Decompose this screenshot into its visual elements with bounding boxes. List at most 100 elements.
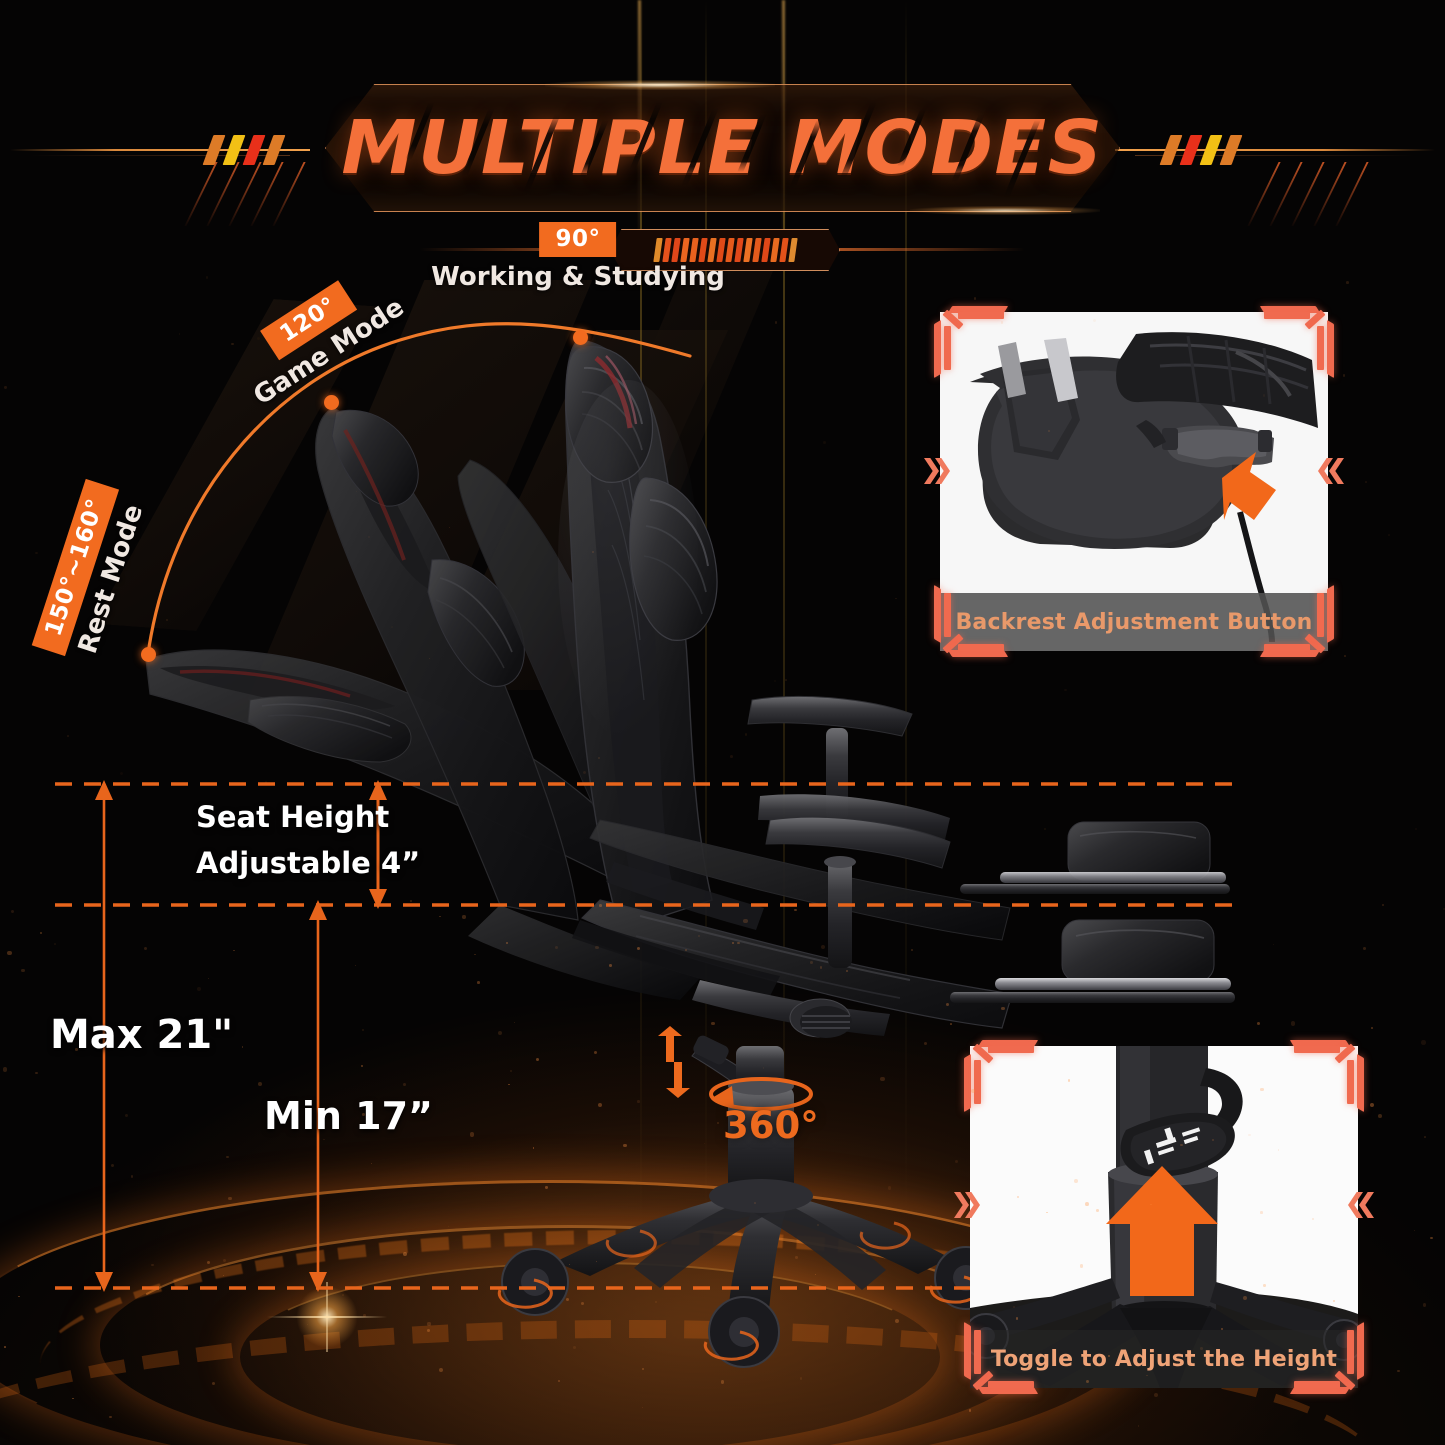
- background-dust-particle: [439, 915, 441, 918]
- mode-degree-badge: 90°: [539, 222, 617, 257]
- background-dust-particle: [1421, 1040, 1426, 1045]
- background-dust-particle: [598, 1103, 603, 1108]
- background-dust-particle: [462, 915, 466, 919]
- background-dust-particle: [955, 1160, 959, 1164]
- background-dust-particle: [711, 1021, 715, 1026]
- background-dust-particle: [533, 1147, 535, 1149]
- background-dust-particle: [950, 1023, 952, 1026]
- background-dust-particle: [1369, 1102, 1374, 1107]
- mode-marker-dot-working: [573, 330, 588, 345]
- background-dust-particle: [880, 1076, 885, 1082]
- header-rail-left-secondary: [30, 155, 290, 156]
- background-dust-particle: [1243, 1296, 1248, 1301]
- panel-chevron-right-icon: [1318, 458, 1344, 484]
- background-dust-particle: [1046, 1211, 1048, 1214]
- background-dust-particle: [799, 1377, 803, 1380]
- background-dust-particle: [744, 733, 748, 736]
- header-banner: MULTIPLE MODES: [0, 62, 1445, 271]
- background-dust-particle: [1424, 1136, 1426, 1138]
- background-dust-particle: [1260, 1211, 1264, 1214]
- background-dust-particle: [845, 969, 848, 972]
- background-dust-particle: [178, 332, 181, 335]
- background-dust-particle: [697, 935, 700, 938]
- background-dust-particle: [762, 1066, 765, 1069]
- background-dust-particle: [599, 904, 602, 908]
- panel-chevron-left-icon: [954, 1192, 980, 1218]
- background-dust-particle: [505, 942, 509, 945]
- background-dust-particle: [1043, 827, 1047, 831]
- background-dust-particle: [233, 950, 235, 952]
- background-dust-particle: [655, 1301, 657, 1303]
- background-dust-particle: [1291, 1021, 1296, 1026]
- background-dust-particle: [1221, 1328, 1223, 1330]
- background-dust-particle: [223, 1274, 225, 1276]
- background-dust-particle: [685, 949, 687, 951]
- seat-height-label-line2: Adjustable 4”: [196, 846, 421, 880]
- background-dust-particle: [342, 1293, 344, 1296]
- background-dust-particle: [819, 965, 823, 969]
- background-dust-particle: [322, 1106, 325, 1110]
- background-dust-particle: [572, 1345, 576, 1349]
- background-dust-particle: [207, 977, 210, 980]
- background-dust-particle: [1211, 1138, 1215, 1142]
- background-dust-particle: [497, 619, 499, 621]
- background-dust-particle: [197, 987, 202, 991]
- background-dust-particle: [429, 657, 431, 660]
- background-dust-particle: [555, 946, 559, 950]
- background-dust-particle: [1346, 280, 1349, 284]
- panel-corner-tl: [958, 1034, 1039, 1113]
- background-dust-particle: [968, 1409, 972, 1412]
- background-dust-particle: [306, 1323, 309, 1326]
- background-dust-particle: [35, 551, 39, 555]
- background-dust-particle: [1263, 1284, 1266, 1287]
- background-dust-particle: [1311, 1217, 1314, 1220]
- background-dust-particle: [1092, 319, 1096, 323]
- background-dust-particle: [1015, 1317, 1019, 1320]
- background-dust-particle: [731, 941, 735, 945]
- background-dust-particle: [228, 1197, 232, 1201]
- background-dust-particle: [641, 1367, 645, 1371]
- background-dust-particle: [355, 490, 358, 493]
- background-dust-particle: [1001, 1006, 1006, 1011]
- background-dust-particle: [67, 735, 69, 738]
- background-dust-particle: [565, 1297, 569, 1302]
- background-dust-particle: [1370, 1027, 1373, 1030]
- background-dust-particle: [264, 780, 267, 783]
- panel-corner-br: [1259, 584, 1340, 663]
- background-dust-particle: [241, 1046, 244, 1048]
- header-plate: [325, 84, 1120, 212]
- background-dust-particle: [11, 909, 15, 913]
- background-dust-particle: [595, 1260, 597, 1263]
- background-dust-particle: [207, 1261, 211, 1265]
- background-dust-particle: [222, 1258, 226, 1262]
- background-dust-particle: [1248, 1133, 1251, 1137]
- background-dust-particle: [595, 945, 600, 950]
- header-bottom-glint: [910, 206, 1100, 215]
- background-dust-particle: [110, 1164, 114, 1168]
- background-dust-particle: [1365, 481, 1367, 483]
- background-dust-particle: [1016, 1196, 1020, 1199]
- background-dust-particle: [795, 1256, 798, 1259]
- background-dust-particle: [597, 756, 600, 760]
- background-dust-particle: [72, 1397, 74, 1400]
- lens-flare-spark: [292, 1282, 362, 1352]
- swivel-degree-label: 360°: [723, 1104, 819, 1147]
- background-dust-particle: [205, 276, 209, 279]
- background-dust-particle: [593, 1050, 597, 1054]
- background-dust-particle: [737, 941, 740, 944]
- mode-name-text: Working & Studying: [431, 262, 725, 292]
- background-dust-particle: [119, 772, 123, 776]
- background-dust-particle: [1154, 1393, 1159, 1398]
- background-dust-particle: [426, 1329, 430, 1333]
- background-dust-particle: [1107, 1354, 1110, 1357]
- max-height-label: Max 21": [50, 1012, 234, 1058]
- background-dust-particle: [1000, 320, 1004, 324]
- background-dust-particle: [4, 386, 7, 389]
- background-dust-particle: [794, 908, 797, 912]
- background-dust-particle: [362, 1113, 365, 1116]
- background-dust-particle: [1137, 1425, 1139, 1427]
- background-dust-particle: [1079, 1263, 1084, 1268]
- background-dust-particle: [1085, 1202, 1090, 1207]
- background-dust-particle: [1096, 1208, 1099, 1212]
